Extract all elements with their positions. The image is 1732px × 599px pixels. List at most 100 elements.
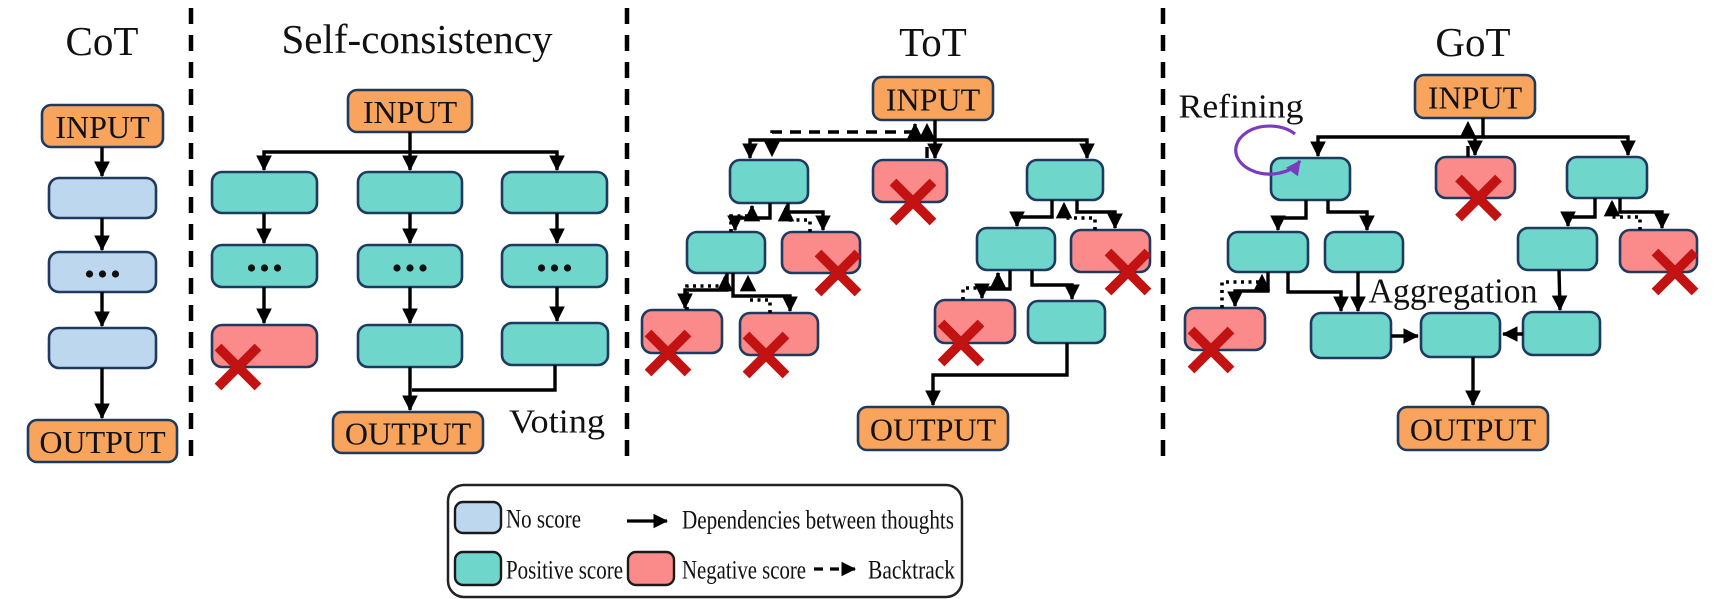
backtrack-arrow: [777, 204, 812, 232]
rejected-cross-icon: [1455, 174, 1502, 222]
node-sc-r3c1: [210, 323, 319, 369]
node-tot-b1: [685, 230, 767, 275]
legend-label: Positive score: [506, 556, 623, 585]
node-got-agg1-box: [1309, 311, 1393, 360]
rejected-cross-icon: [814, 249, 862, 297]
dependency-arrow: [731, 273, 798, 313]
node-tot-c4-box: [1026, 299, 1107, 345]
backtrack-arrow: [729, 204, 761, 232]
node-sc-r1c2: [356, 170, 464, 215]
node-got-agg3: [1521, 310, 1602, 357]
dependency-arrow: [1483, 135, 1636, 157]
legend-swatch-positive: [453, 550, 503, 587]
node-sc-r1c3-box: [500, 170, 609, 215]
dependency-arrow: [1310, 118, 1485, 158]
rejected-cross-icon: [889, 178, 937, 226]
legend-label: Backtrack: [868, 556, 955, 585]
node-got-input-box: [1413, 73, 1537, 120]
dependency-arrow: [974, 270, 1012, 300]
node-sc-r2c2: [356, 243, 464, 289]
node-sc-input-label: INPUT: [363, 94, 458, 130]
rejected-cross-icon: [937, 319, 985, 367]
node-sc-r3c2: [356, 323, 464, 369]
node-got-a1-box: [1269, 156, 1352, 202]
node-tot-a1-box: [728, 158, 810, 205]
node-tot-input: INPUT: [871, 75, 995, 122]
backtrack-arrow: [961, 271, 1007, 300]
node-cot-output: OUTPUT: [26, 418, 179, 464]
dependency-arrow: [1009, 200, 1054, 228]
node-got-c1-box: [1183, 306, 1267, 352]
node-cot-step-1-box: [47, 176, 158, 220]
dependency-arrow: [410, 150, 565, 172]
node-sc-r3c3: [500, 321, 610, 367]
backtrack-arrow: [685, 274, 734, 310]
legend-label: Negative score: [682, 556, 806, 585]
backtrack-arrow: [1603, 199, 1642, 230]
node-tot-b3: [975, 226, 1057, 272]
dependency-arrow: [742, 138, 935, 160]
rejected-cross-icon: [1187, 326, 1235, 374]
node-cot-input-label: INPUT: [55, 109, 150, 145]
dependency-arrow: [1326, 200, 1375, 232]
node-tot-c3-box: [933, 298, 1017, 345]
dependency-arrow: [786, 203, 831, 232]
node-sc-output-box: [331, 410, 485, 455]
node-sc-r1c2-box: [356, 170, 464, 215]
node-got-output-box: [1396, 405, 1550, 452]
node-tot-output-label: OUTPUT: [870, 412, 997, 448]
node-tot-c4: [1026, 299, 1107, 345]
label-refining: Refining: [1179, 89, 1304, 126]
backtrack-arrow: [764, 130, 915, 158]
node-tot-a3-box: [1025, 158, 1105, 202]
ellipsis-dots: [98, 270, 107, 278]
node-got-b2: [1323, 230, 1405, 274]
ellipsis-dots: [406, 264, 414, 272]
panel-title-self-consistency: Self-consistency: [282, 16, 553, 62]
backtrack-arrow: [1055, 201, 1097, 230]
node-tot-b3-box: [975, 226, 1057, 272]
dependency-arrow: [1270, 200, 1308, 232]
node-sc-input: INPUT: [346, 88, 474, 134]
node-sc-r2c1: [210, 243, 319, 289]
panel-title-cot: CoT: [66, 18, 139, 64]
node-cot-step-3: [47, 326, 158, 370]
dependency-arrow: [1075, 200, 1123, 230]
rejected-cross-icon: [644, 329, 692, 377]
dependency-arrow: [1560, 198, 1597, 228]
ellipsis-dots: [273, 264, 282, 272]
node-tot-c1: [640, 308, 724, 355]
node-got-c1: [1183, 306, 1267, 352]
legend-swatch-noscore: [453, 500, 503, 535]
node-cot-step-2: [47, 250, 158, 294]
node-sc-output-label: OUTPUT: [345, 416, 472, 452]
node-tot-c1-box: [640, 308, 724, 355]
node-cot-input: INPUT: [40, 103, 165, 149]
legend-swatch-negative: [626, 550, 676, 587]
backtrack-arrow: [1220, 273, 1271, 308]
node-cot-output-label: OUTPUT: [39, 424, 166, 460]
ellipsis-dots: [419, 264, 427, 272]
label-voting: Voting: [509, 404, 605, 441]
dependency-arrow: [412, 365, 557, 392]
ellipsis-dots: [111, 270, 120, 278]
node-got-agg3-box: [1521, 310, 1602, 357]
node-got-a3-box: [1565, 155, 1649, 200]
backtrack-arrow: [739, 274, 772, 313]
rejected-cross-icon: [1104, 248, 1152, 296]
node-got-b2-box: [1323, 230, 1405, 274]
legend-label: No score: [506, 505, 581, 534]
dependency-arrow: [256, 132, 412, 172]
dependency-arrow: [1551, 269, 1568, 312]
node-tot-a3: [1025, 158, 1105, 202]
node-sc-r3c1-box: [210, 323, 319, 369]
node-got-b3-box: [1516, 226, 1599, 272]
dependency-arrow: [1618, 198, 1670, 230]
ellipsis-dots: [85, 270, 94, 278]
node-tot-output-box: [856, 405, 1010, 452]
node-got-output-label: OUTPUT: [1410, 412, 1537, 448]
